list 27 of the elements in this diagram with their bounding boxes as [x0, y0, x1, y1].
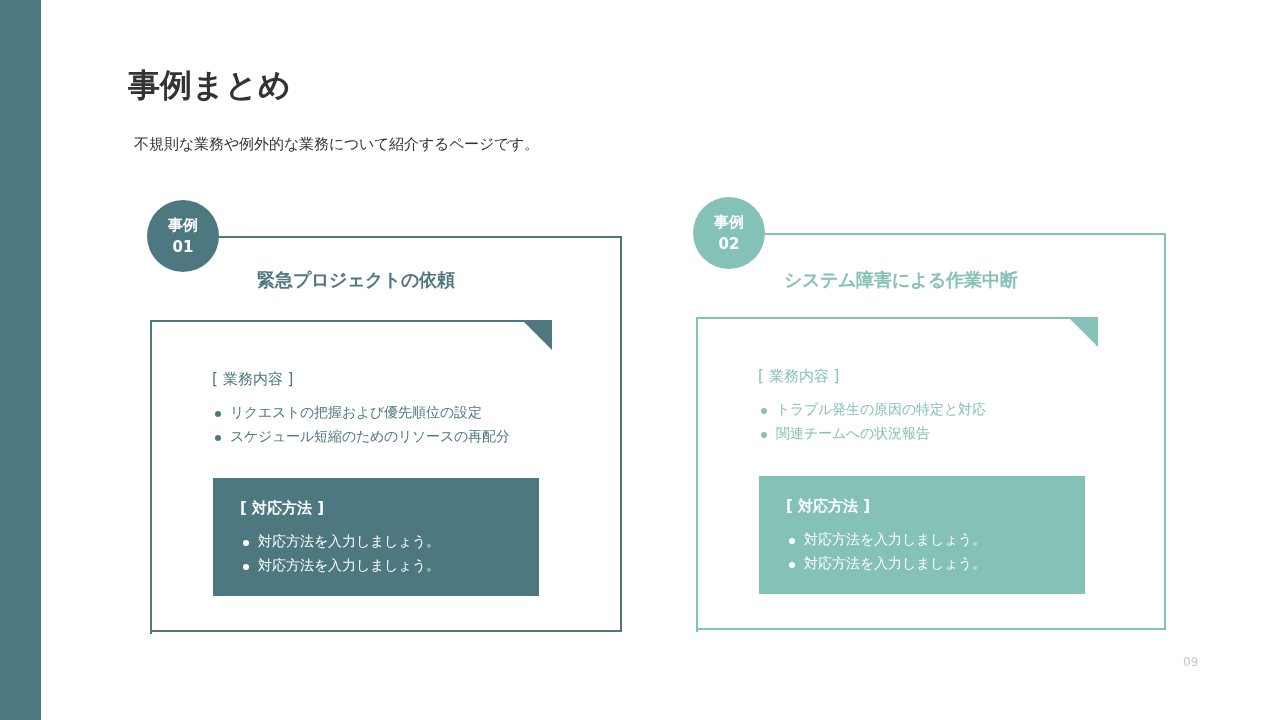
list-item: スケジュール短縮のためのリソースの再配分 — [212, 428, 510, 446]
side-bar — [0, 0, 41, 720]
action-box — [213, 478, 539, 596]
section-heading: [ 対応方法 ] — [786, 497, 871, 516]
badge-label: 事例 — [714, 212, 744, 233]
list-item: 対応方法を入力しましょう。 — [240, 557, 440, 575]
list-item: 対応方法を入力しましょう。 — [786, 531, 986, 549]
section-heading: [ 業務内容 ] — [212, 370, 294, 389]
subtitle: 不規則な業務や例外的な業務について紹介するページです。 — [134, 135, 539, 154]
badge-number: 02 — [718, 234, 740, 255]
list-item: 対応方法を入力しましょう。 — [786, 555, 986, 573]
case-title: 緊急プロジェクトの依頼 — [256, 268, 456, 292]
content-card — [150, 320, 552, 634]
list-item: リクエストの把握および優先順位の設定 — [212, 404, 482, 422]
action-box — [759, 476, 1085, 594]
badge-number: 01 — [172, 237, 194, 258]
case-frame — [696, 233, 1166, 630]
content-card — [696, 317, 1098, 632]
list-item: 対応方法を入力しましょう。 — [240, 533, 440, 551]
case-title: システム障害による作業中断 — [783, 268, 1019, 292]
list-item: 関連チームへの状況報告 — [758, 425, 930, 443]
section-heading: [ 対応方法 ] — [240, 499, 325, 518]
case-frame — [150, 236, 622, 632]
list-item: トラブル発生の原因の特定と対応 — [758, 401, 986, 419]
section-heading: [ 業務内容 ] — [758, 367, 840, 386]
badge-label: 事例 — [168, 215, 198, 236]
page-title: 事例まとめ — [128, 65, 291, 106]
